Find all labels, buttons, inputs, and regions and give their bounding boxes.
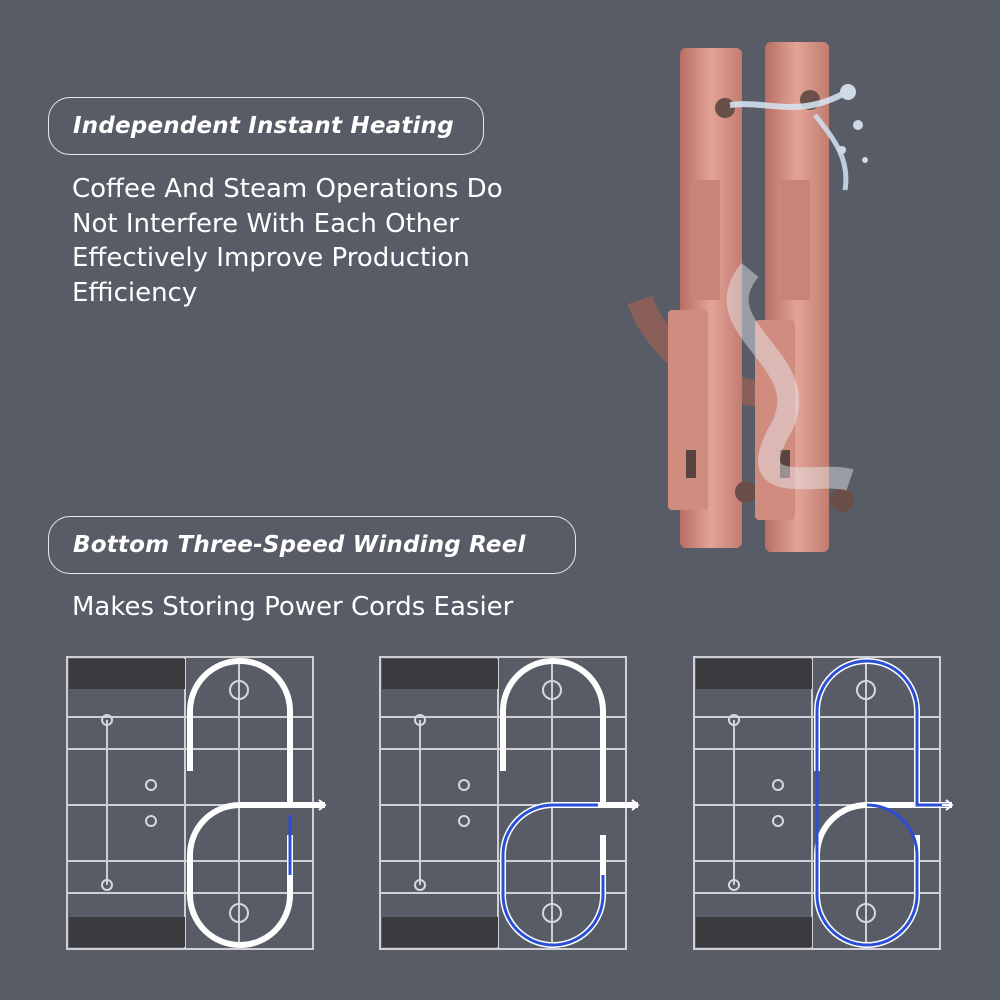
description-line: Efficiency bbox=[72, 277, 198, 308]
twin-heating-element-illustration bbox=[627, 42, 868, 552]
left-heater-bar bbox=[668, 48, 757, 548]
right-heater-bar bbox=[755, 42, 854, 552]
description-line: Not Interfere With Each Other bbox=[72, 208, 459, 239]
description-line: Makes Storing Power Cords Easier bbox=[72, 592, 514, 622]
feature-heading-heating: Independent Instant Heating bbox=[48, 97, 484, 155]
feature-heading-heating-label: Independent Instant Heating bbox=[73, 113, 454, 139]
winding-reel-diagram-speed-3 bbox=[693, 656, 954, 950]
winding-reel-diagram-speed-2 bbox=[379, 656, 640, 950]
feature-description-heating: Coffee And Steam Operations Do Not Inter… bbox=[72, 172, 592, 310]
description-line: Effectively Improve Production bbox=[72, 243, 470, 273]
feature-heading-reel: Bottom Three-Speed Winding Reel bbox=[48, 516, 576, 574]
cord-highlight bbox=[501, 803, 605, 947]
cord-highlight bbox=[815, 659, 952, 947]
cord-path bbox=[500, 658, 638, 948]
winding-reel-diagram-speed-1 bbox=[66, 656, 327, 950]
cord-path bbox=[187, 658, 325, 948]
description-line: Coffee And Steam Operations Do bbox=[72, 174, 503, 204]
cord-path bbox=[814, 658, 952, 948]
feature-description-reel: Makes Storing Power Cords Easier bbox=[72, 590, 632, 625]
steam-splash-icon bbox=[729, 84, 868, 191]
feature-heading-reel-label: Bottom Three-Speed Winding Reel bbox=[73, 532, 526, 558]
